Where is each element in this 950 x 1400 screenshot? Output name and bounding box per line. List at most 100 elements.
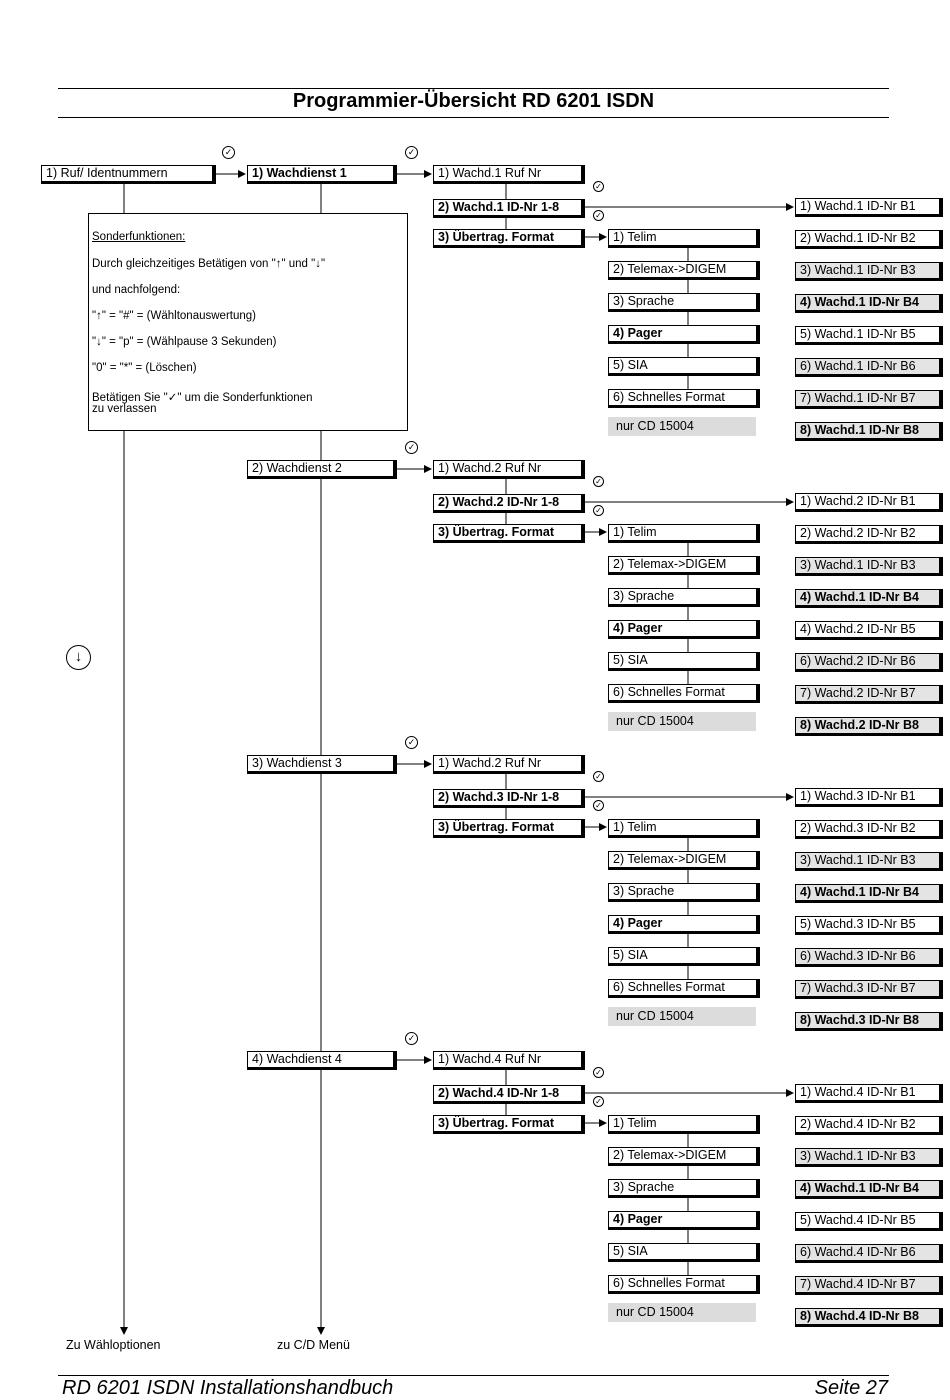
- sub-node-2[interactable]: 2) Wachd.2 ID-Nr 1-8: [433, 494, 585, 513]
- format-node-5[interactable]: 5) SIA: [608, 1243, 760, 1262]
- format-node-5[interactable]: 5) SIA: [608, 947, 760, 966]
- format-node-6[interactable]: 6) Schnelles Format: [608, 684, 760, 703]
- id-node-1[interactable]: 1) Wachd.2 ID-Nr B1: [795, 493, 943, 512]
- id-node-7[interactable]: 7) Wachd.2 ID-Nr B7: [795, 685, 943, 704]
- sub-node-3[interactable]: 3) Übertrag. Format: [433, 524, 585, 543]
- format-node-2[interactable]: 2) Telemax->DIGEM: [608, 556, 760, 575]
- format-node-4[interactable]: 4) Pager: [608, 915, 760, 934]
- id-node-5[interactable]: 4) Wachd.2 ID-Nr B5: [795, 621, 943, 640]
- check-circle-icon: ✓: [405, 146, 418, 159]
- check-circle-icon: ✓: [405, 441, 418, 454]
- special-exit2: zu verlassen: [92, 403, 157, 415]
- id-node-6[interactable]: 6) Wachd.3 ID-Nr B6: [795, 948, 943, 967]
- title-rule-bottom: [58, 117, 889, 118]
- special-functions-box: Sonderfunktionen: Durch gleichzeitiges B…: [88, 213, 408, 431]
- sub-node-3[interactable]: 3) Übertrag. Format: [433, 819, 585, 838]
- id-node-7[interactable]: 7) Wachd.1 ID-Nr B7: [795, 390, 943, 409]
- format-node-1[interactable]: 1) Telim: [608, 524, 760, 543]
- format-node-6[interactable]: 6) Schnelles Format: [608, 979, 760, 998]
- format-node-3[interactable]: 3) Sprache: [608, 588, 760, 607]
- id-node-3[interactable]: 3) Wachd.1 ID-Nr B3: [795, 557, 943, 576]
- sub-node-2[interactable]: 2) Wachd.1 ID-Nr 1-8: [433, 199, 585, 218]
- format-node-4[interactable]: 4) Pager: [608, 1211, 760, 1230]
- sub-node-1[interactable]: 1) Wachd.2 Ruf Nr: [433, 755, 585, 774]
- id-node-8[interactable]: 8) Wachd.4 ID-Nr B8: [795, 1308, 943, 1327]
- footer-rule: [58, 1375, 889, 1376]
- root-node[interactable]: 1) Ruf/ Identnummern: [41, 165, 216, 184]
- id-node-2[interactable]: 2) Wachd.2 ID-Nr B2: [795, 525, 943, 544]
- format-node-4[interactable]: 4) Pager: [608, 325, 760, 344]
- sub-node-1[interactable]: 1) Wachd.2 Ruf Nr: [433, 460, 585, 479]
- page-title: Programmier-Übersicht RD 6201 ISDN: [292, 90, 655, 112]
- exit-label-center: zu C/D Menü: [277, 1338, 350, 1352]
- sub-node-1[interactable]: 1) Wachd.1 Ruf Nr: [433, 165, 585, 184]
- id-node-8[interactable]: 8) Wachd.3 ID-Nr B8: [795, 1012, 943, 1031]
- id-node-3[interactable]: 3) Wachd.1 ID-Nr B3: [795, 852, 943, 871]
- format-node-1[interactable]: 1) Telim: [608, 819, 760, 838]
- id-node-2[interactable]: 2) Wachd.4 ID-Nr B2: [795, 1116, 943, 1135]
- special-item2: "↓" = "p" = (Wählpause 3 Sekunden): [92, 336, 277, 348]
- sub-node-2[interactable]: 2) Wachd.3 ID-Nr 1-8: [433, 789, 585, 808]
- id-node-6[interactable]: 6) Wachd.1 ID-Nr B6: [795, 358, 943, 377]
- check-circle-icon: ✓: [405, 1032, 418, 1045]
- title-rule-top: [58, 88, 889, 89]
- service-node-4[interactable]: 4) Wachdienst 4: [247, 1051, 397, 1070]
- format-node-3[interactable]: 3) Sprache: [608, 1179, 760, 1198]
- check-circle-icon: ✓: [593, 505, 604, 516]
- id-node-7[interactable]: 7) Wachd.4 ID-Nr B7: [795, 1276, 943, 1295]
- id-node-4[interactable]: 4) Wachd.1 ID-Nr B4: [795, 1180, 943, 1199]
- id-node-3[interactable]: 3) Wachd.1 ID-Nr B3: [795, 262, 943, 281]
- id-node-8[interactable]: 8) Wachd.2 ID-Nr B8: [795, 717, 943, 736]
- sub-node-1[interactable]: 1) Wachd.4 Ruf Nr: [433, 1051, 585, 1070]
- id-node-1[interactable]: 1) Wachd.1 ID-Nr B1: [795, 198, 943, 217]
- id-node-5[interactable]: 5) Wachd.1 ID-Nr B5: [795, 326, 943, 345]
- format-node-5[interactable]: 5) SIA: [608, 652, 760, 671]
- id-node-3[interactable]: 3) Wachd.1 ID-Nr B3: [795, 1148, 943, 1167]
- check-circle-icon: ✓: [593, 1067, 604, 1078]
- special-heading: Sonderfunktionen:: [92, 231, 186, 243]
- id-node-6[interactable]: 6) Wachd.2 ID-Nr B6: [795, 653, 943, 672]
- footer-page-number: Seite 27: [814, 1377, 888, 1399]
- format-node-3[interactable]: 3) Sprache: [608, 883, 760, 902]
- format-node-2[interactable]: 2) Telemax->DIGEM: [608, 851, 760, 870]
- format-node-6[interactable]: 6) Schnelles Format: [608, 1275, 760, 1294]
- sub-node-3[interactable]: 3) Übertrag. Format: [433, 229, 585, 248]
- service-node-2[interactable]: 2) Wachdienst 2: [247, 460, 397, 479]
- format-node-2[interactable]: 2) Telemax->DIGEM: [608, 1147, 760, 1166]
- check-circle-icon: ✓: [405, 736, 418, 749]
- id-node-1[interactable]: 1) Wachd.3 ID-Nr B1: [795, 788, 943, 807]
- service-node-3[interactable]: 3) Wachdienst 3: [247, 755, 397, 774]
- format-node-6[interactable]: 6) Schnelles Format: [608, 389, 760, 408]
- id-node-4[interactable]: 4) Wachd.1 ID-Nr B4: [795, 294, 943, 313]
- id-node-4[interactable]: 4) Wachd.1 ID-Nr B4: [795, 884, 943, 903]
- special-line2: und nachfolgend:: [92, 284, 181, 296]
- exit-label-left: Zu Wähloptionen: [66, 1338, 161, 1352]
- sub-node-3[interactable]: 3) Übertrag. Format: [433, 1115, 585, 1134]
- format-node-1[interactable]: 1) Telim: [608, 1115, 760, 1134]
- format-node-2[interactable]: 2) Telemax->DIGEM: [608, 261, 760, 280]
- id-node-2[interactable]: 2) Wachd.3 ID-Nr B2: [795, 820, 943, 839]
- sub-node-2[interactable]: 2) Wachd.4 ID-Nr 1-8: [433, 1085, 585, 1104]
- id-node-5[interactable]: 5) Wachd.4 ID-Nr B5: [795, 1212, 943, 1231]
- service-node-1[interactable]: 1) Wachdienst 1: [247, 165, 397, 184]
- special-item3: "0" = "*" = (Löschen): [92, 362, 197, 374]
- id-node-4[interactable]: 4) Wachd.1 ID-Nr B4: [795, 589, 943, 608]
- note-label[interactable]: nur CD 15004: [608, 712, 756, 731]
- id-node-6[interactable]: 6) Wachd.4 ID-Nr B6: [795, 1244, 943, 1263]
- note-label[interactable]: nur CD 15004: [608, 1303, 756, 1322]
- special-line1: Durch gleichzeitiges Betätigen von "↑" u…: [92, 258, 326, 270]
- check-circle-icon: ✓: [593, 771, 604, 782]
- format-node-1[interactable]: 1) Telim: [608, 229, 760, 248]
- format-node-5[interactable]: 5) SIA: [608, 357, 760, 376]
- id-node-7[interactable]: 7) Wachd.3 ID-Nr B7: [795, 980, 943, 999]
- format-node-4[interactable]: 4) Pager: [608, 620, 760, 639]
- note-label[interactable]: nur CD 15004: [608, 1007, 756, 1026]
- footer-manual-title: RD 6201 ISDN Installationshandbuch: [62, 1377, 394, 1399]
- id-node-1[interactable]: 1) Wachd.4 ID-Nr B1: [795, 1084, 943, 1103]
- note-label[interactable]: nur CD 15004: [608, 417, 756, 436]
- id-node-5[interactable]: 5) Wachd.3 ID-Nr B5: [795, 916, 943, 935]
- id-node-2[interactable]: 2) Wachd.1 ID-Nr B2: [795, 230, 943, 249]
- id-node-8[interactable]: 8) Wachd.1 ID-Nr B8: [795, 422, 943, 441]
- check-circle-icon: ✓: [593, 181, 604, 192]
- format-node-3[interactable]: 3) Sprache: [608, 293, 760, 312]
